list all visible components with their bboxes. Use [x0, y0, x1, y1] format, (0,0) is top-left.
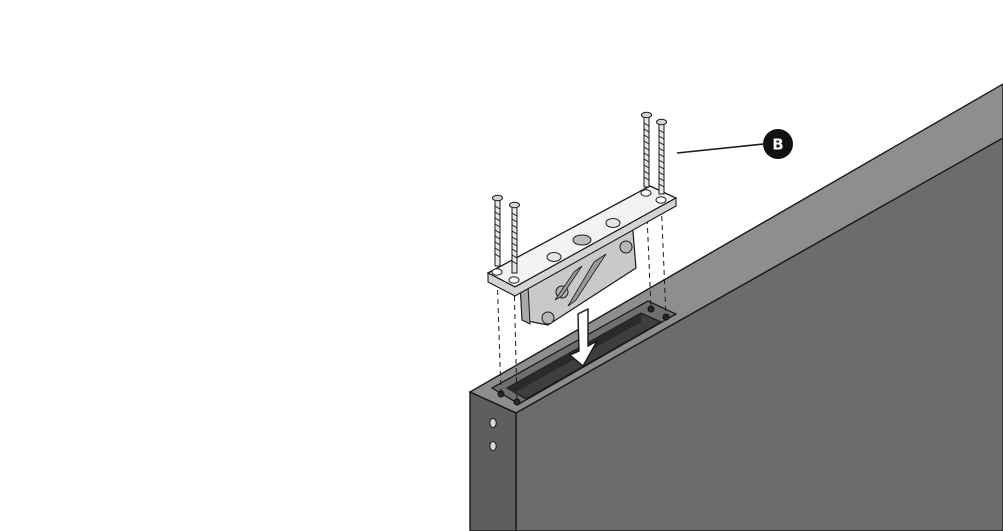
down-arrow-icon: [568, 307, 599, 368]
callout-b: B: [676, 129, 793, 159]
panel-end-face: [469, 390, 517, 531]
plate-screw-hole: [640, 189, 652, 197]
callout-leader-line: [676, 143, 765, 154]
adjustment-screw: [541, 311, 555, 325]
plate-round-boss: [546, 252, 562, 262]
screws: [492, 111, 667, 274]
mechanism-slot: [554, 265, 583, 301]
screw: [641, 111, 652, 188]
plate-slot: [572, 234, 592, 246]
plate-screw-hole: [508, 276, 520, 284]
mechanism-slot: [567, 253, 607, 307]
callout-label: B: [772, 136, 783, 154]
plate-screw-hole: [655, 196, 667, 204]
end-face-hole: [489, 418, 497, 428]
plate-round-boss: [605, 218, 621, 228]
screw: [492, 194, 503, 267]
end-face-hole: [489, 441, 497, 451]
adjustment-screw: [619, 240, 633, 254]
callout-badge: [763, 129, 793, 159]
screw: [656, 118, 667, 195]
bracket-plate-edge: [487, 197, 677, 297]
screw: [509, 201, 520, 274]
mounting-bracket: [486, 185, 678, 326]
plate-screw-hole: [491, 268, 503, 276]
